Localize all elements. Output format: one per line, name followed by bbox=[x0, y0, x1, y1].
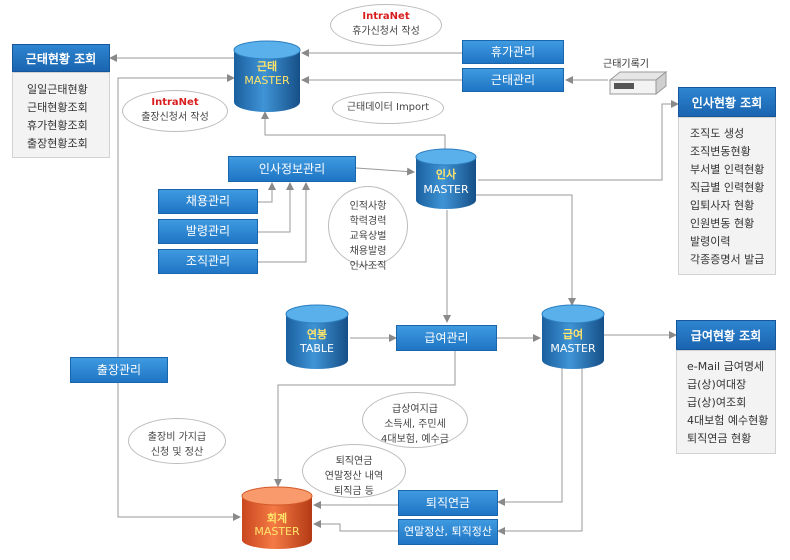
payroll-item: 4대보험, 예수금 bbox=[381, 434, 449, 445]
recruit-mgmt-box[interactable]: 채용관리 bbox=[158, 189, 258, 214]
hr-master-name: 인사 bbox=[435, 168, 457, 181]
payroll-master-name: 급여 bbox=[562, 328, 584, 341]
hr-item: 채용발령 bbox=[349, 246, 387, 257]
payroll-status-item: 급(상)여대장 bbox=[687, 378, 747, 391]
retire-item: 퇴직연금 bbox=[335, 456, 373, 467]
retire-item: 퇴직금 등 bbox=[334, 486, 374, 497]
payroll-mgmt-box[interactable]: 급여관리 bbox=[396, 325, 497, 351]
trip-expense-line: 출장비 가지급 bbox=[147, 432, 207, 443]
salary-table-name: 연봉 bbox=[306, 328, 328, 341]
intranet-leave-line: 휴가신청서 작성 bbox=[352, 26, 420, 37]
hr-items-bubble: 인적사항 학력경력 교육상벌 채용발령 인사조직 bbox=[328, 186, 408, 272]
payroll-status-item: 4대보험 예수현황 bbox=[687, 414, 769, 427]
accounting-master-name: 회계 bbox=[266, 512, 288, 525]
org-mgmt-box[interactable]: 조직관리 bbox=[158, 249, 258, 274]
payroll-item: 소득세, 주민세 bbox=[384, 419, 446, 430]
hr-info-mgmt-box[interactable]: 인사정보관리 bbox=[228, 156, 356, 182]
payroll-status-title: 급여현황 조회 bbox=[676, 320, 776, 350]
intranet-trip-title: IntraNet bbox=[151, 97, 199, 108]
payroll-status-item: 급(상)여조회 bbox=[687, 396, 747, 409]
attendance-recorder-label: 근태기록기 bbox=[603, 59, 649, 70]
payroll-items-bubble: 급상여지급 소득세, 주민세 4대보험, 예수금 bbox=[362, 392, 468, 448]
salary-table-sub: TABLE bbox=[299, 342, 334, 355]
hr-item: 인사조직 bbox=[349, 261, 387, 272]
payroll-item: 급상여지급 bbox=[392, 404, 438, 415]
hr-item: 학력경력 bbox=[349, 216, 387, 227]
hr-status-item: 각종증명서 발급 bbox=[690, 253, 765, 266]
attendance-master-name: 근태 bbox=[256, 60, 278, 73]
hr-status-item: 조직변동현황 bbox=[690, 145, 751, 158]
hr-status-item: 입퇴사자 현황 bbox=[690, 199, 755, 212]
business-trip-box[interactable]: 출장관리 bbox=[70, 357, 168, 383]
hr-master-cylinder bbox=[415, 148, 477, 209]
payroll-master-sub: MASTER bbox=[550, 342, 596, 355]
import-bubble: 근태데이터 Import bbox=[332, 92, 444, 124]
leave-mgmt-box[interactable]: 휴가관리 bbox=[462, 40, 564, 64]
import-line: 근태데이터 Import bbox=[346, 102, 430, 113]
trip-expense-line: 신청 및 정산 bbox=[150, 447, 204, 458]
accounting-master-sub: MASTER bbox=[254, 525, 300, 538]
hr-master-sub: MASTER bbox=[423, 183, 469, 196]
hr-item: 교육상벌 bbox=[349, 231, 387, 242]
hr-status-item: 부서별 인력현황 bbox=[690, 163, 765, 176]
payroll-master-cylinder bbox=[541, 304, 605, 369]
retire-item: 연말정산 내역 bbox=[324, 471, 384, 482]
trip-expense-bubble: 출장비 가지급 신청 및 정산 bbox=[128, 418, 226, 464]
intranet-leave-title: IntraNet bbox=[362, 11, 410, 22]
attendance-status-item: 휴가현황조회 bbox=[27, 119, 88, 132]
hr-status-item: 발령이력 bbox=[690, 235, 731, 248]
payroll-status-item: 퇴직연금 현황 bbox=[687, 432, 752, 445]
intranet-trip-bubble: IntraNet 출장신청서 작성 bbox=[122, 90, 228, 132]
hr-item: 인적사항 bbox=[349, 201, 387, 212]
intranet-trip-line: 출장신청서 작성 bbox=[141, 112, 209, 123]
attendance-status-title: 근태현황 조회 bbox=[12, 44, 110, 72]
intranet-leave-bubble: IntraNet 휴가신청서 작성 bbox=[330, 4, 442, 46]
attendance-status-item: 근태현황조회 bbox=[27, 101, 88, 114]
attendance-mgmt-box[interactable]: 근태관리 bbox=[462, 68, 564, 92]
appoint-mgmt-box[interactable]: 발령관리 bbox=[158, 219, 258, 244]
attendance-status-item: 출장현황조회 bbox=[27, 137, 88, 150]
accounting-master-cylinder bbox=[241, 486, 313, 549]
payroll-status-item: e-Mail 급여명세 bbox=[687, 360, 765, 373]
hr-status-item: 조직도 생성 bbox=[690, 127, 745, 140]
settlement-box[interactable]: 연말정산, 퇴직정산 bbox=[398, 519, 498, 545]
hr-status-item: 인원변동 현황 bbox=[690, 217, 755, 230]
pension-box[interactable]: 퇴직연금 bbox=[398, 490, 498, 516]
hr-status-title: 인사현황 조회 bbox=[678, 87, 776, 117]
salary-table-cylinder bbox=[285, 304, 349, 369]
hr-status-item: 직급별 인력현황 bbox=[690, 181, 765, 194]
attendance-master-sub: MASTER bbox=[244, 74, 290, 87]
attendance-recorder-icon bbox=[608, 70, 668, 96]
attendance-status-item: 일일근태현황 bbox=[27, 83, 88, 96]
retire-items-bubble: 퇴직연금 연말정산 내역 퇴직금 등 bbox=[302, 444, 406, 498]
attendance-master-cylinder bbox=[233, 40, 301, 112]
